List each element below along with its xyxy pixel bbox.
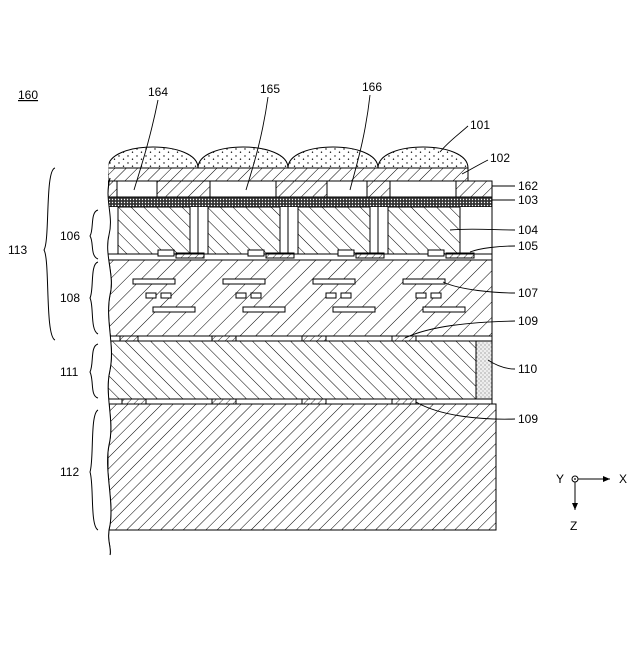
color-filter-164 <box>117 181 157 197</box>
label-112: 112 <box>60 465 79 479</box>
color-filter-165 <box>210 181 276 197</box>
photodiode-block-2 <box>208 207 280 254</box>
label-113: 113 <box>8 243 27 257</box>
axis-label-z: Z <box>570 519 577 533</box>
photodiode-block-4 <box>388 207 460 254</box>
label-105: 105 <box>518 239 538 253</box>
label-102: 102 <box>490 151 510 165</box>
label-106: 106 <box>60 229 80 243</box>
label-111: 111 <box>60 365 79 379</box>
photodiode-block-1 <box>118 207 190 254</box>
label-164: 164 <box>148 85 168 99</box>
axis-indicator: Y X Z <box>556 472 627 533</box>
label-109-upper: 109 <box>518 314 538 328</box>
label-107: 107 <box>518 286 538 300</box>
photodiode-block-3 <box>298 207 370 254</box>
bond-layer-109-lower <box>108 399 492 404</box>
label-101: 101 <box>470 118 490 132</box>
micro-lenses <box>108 147 468 168</box>
label-162: 162 <box>518 179 538 193</box>
color-filter-166 <box>327 181 367 197</box>
label-104: 104 <box>518 223 538 237</box>
layer-106 <box>108 207 492 260</box>
layer-102 <box>108 168 468 181</box>
element-110 <box>476 341 492 399</box>
label-109-lower: 109 <box>518 412 538 426</box>
color-filter-right <box>390 181 456 197</box>
label-108: 108 <box>60 291 80 305</box>
figure-label: 160 <box>18 88 38 102</box>
bond-layer-109-upper <box>108 336 492 341</box>
layer-162 <box>108 181 492 197</box>
label-110: 110 <box>518 362 537 376</box>
label-166: 166 <box>362 80 382 94</box>
label-103: 103 <box>518 193 538 207</box>
layer-112 <box>108 404 496 530</box>
layer-108 <box>108 260 492 336</box>
layer-111 <box>108 341 492 399</box>
axis-label-x: X <box>619 472 627 486</box>
label-165: 165 <box>260 82 280 96</box>
layer-103 <box>108 197 492 207</box>
axis-label-y: Y <box>556 472 564 486</box>
